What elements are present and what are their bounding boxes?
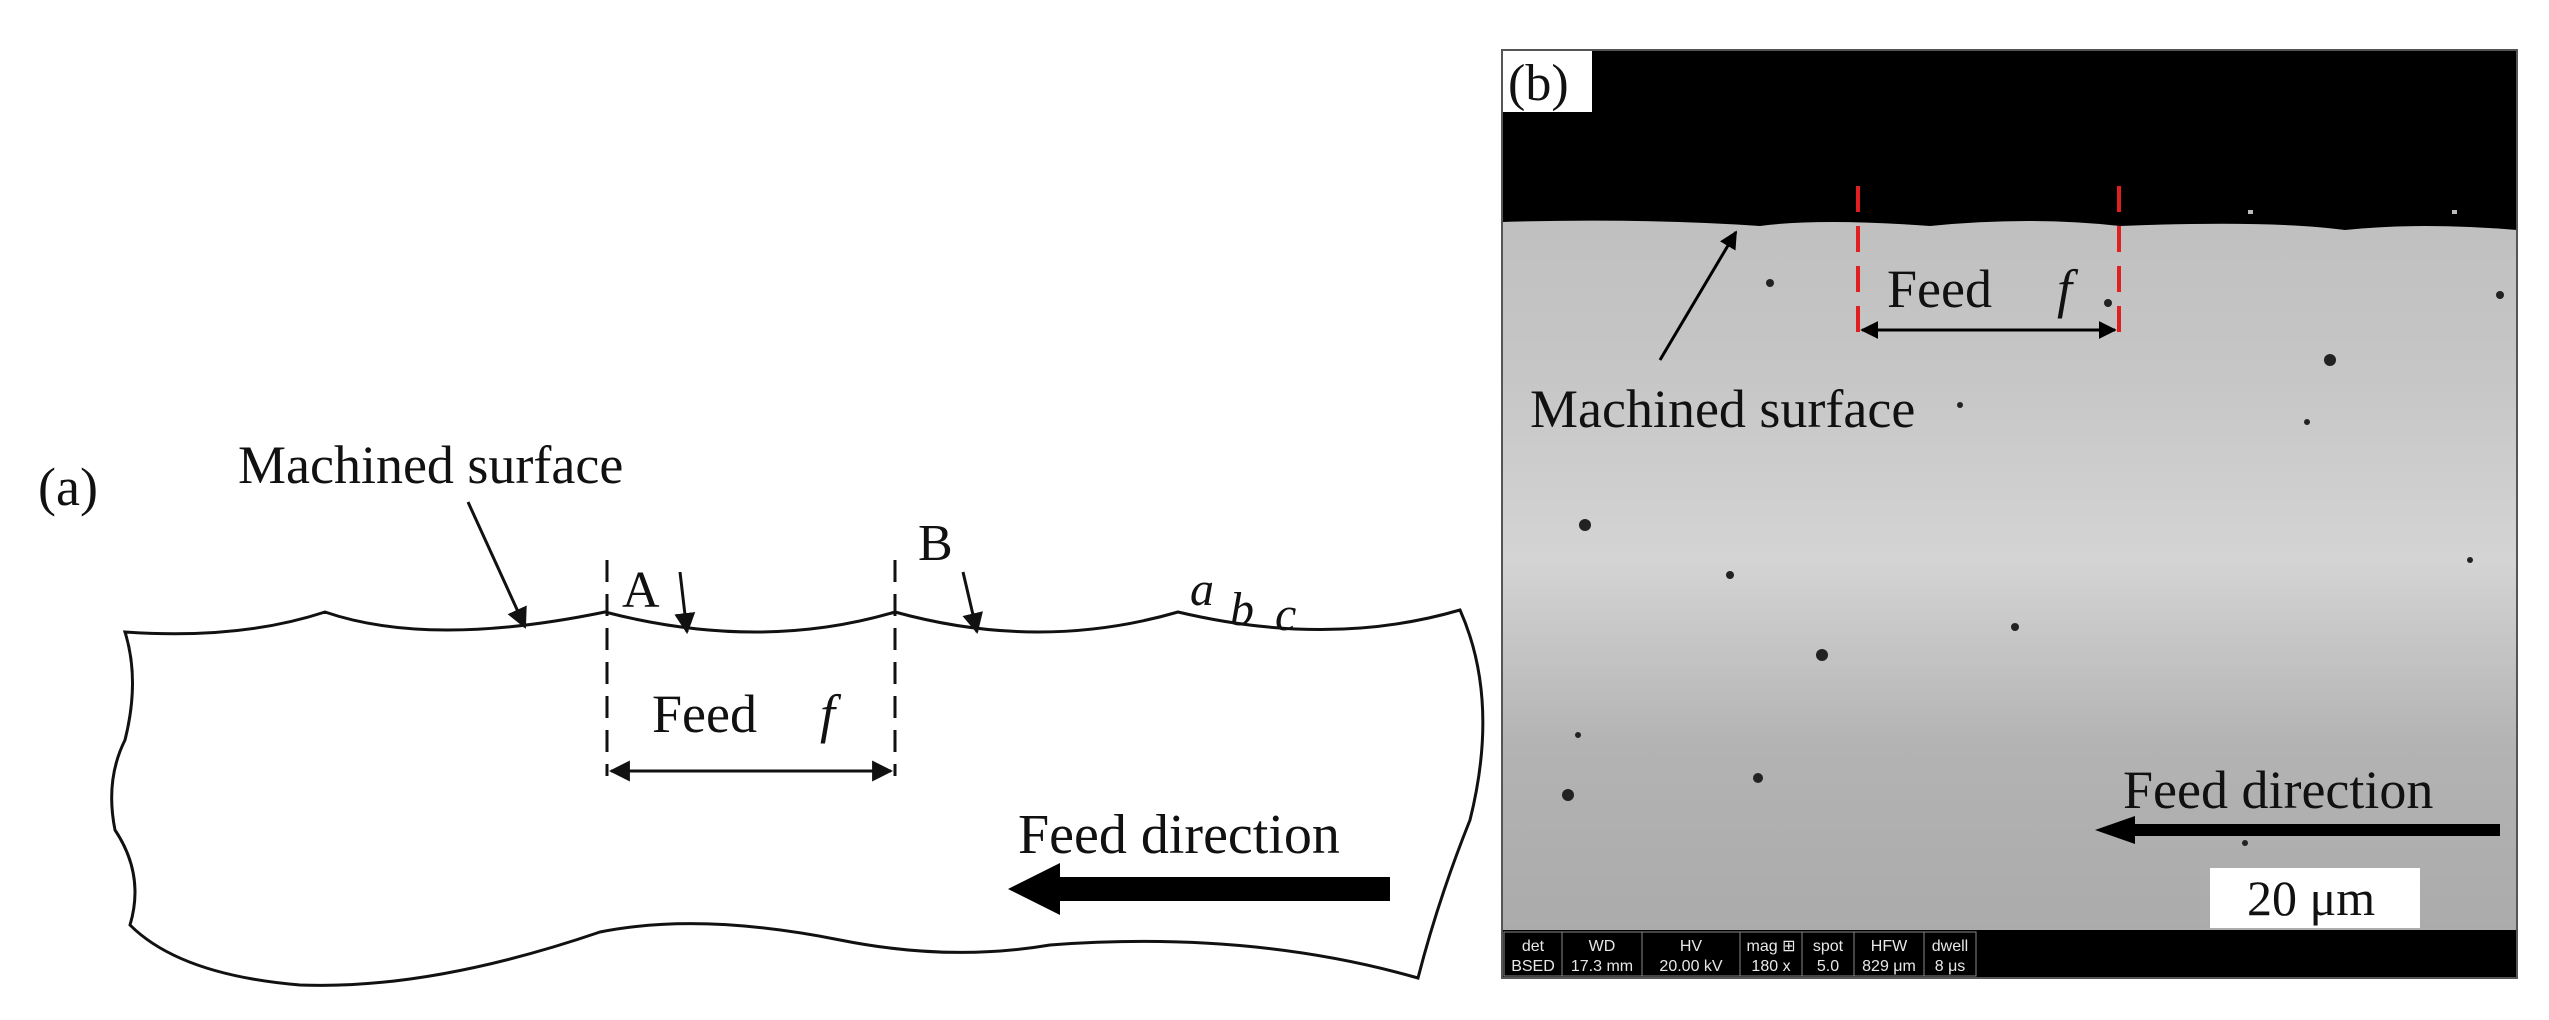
panel-b-machined-surface-arrow — [1658, 230, 1738, 361]
sem-value-hfw: 829 μm — [1862, 958, 1916, 975]
panel-b: (b) Feed f Machined surface Feed directi… — [1501, 49, 2518, 979]
panel-b-machined-surface-label: Machined surface — [1530, 379, 1915, 439]
workpiece-outline — [110, 608, 1485, 987]
sem-header-wd: WD — [1589, 938, 1616, 955]
scale-bar-label: 20 μm — [2247, 870, 2375, 926]
panel-a-feed-label: Feed — [652, 684, 757, 744]
sem-header-dwell: dwell — [1932, 938, 1968, 955]
scale-bar-label-box — [2210, 868, 2420, 928]
panel-b-label-box — [1502, 50, 1592, 112]
panel-a-machined-surface-label: Machined surface — [238, 435, 623, 495]
panel-b-feed-direction-arrow-head — [2095, 816, 2135, 844]
panel-a-feed-symbol: f — [820, 684, 842, 744]
panel-b-label: (b) — [1508, 55, 1569, 112]
sem-value-hv: 20.00 kV — [1659, 958, 1722, 975]
point-a-arrow — [674, 571, 696, 635]
panel-a-feed-direction-label: Feed direction — [1018, 804, 1340, 866]
scallop-letter-a: a — [1190, 563, 1214, 616]
sem-value-det: BSED — [1511, 958, 1555, 975]
sem-speck — [2452, 210, 2457, 214]
panel-a-label: (a) — [38, 457, 98, 517]
sem-header-spot: spot — [1813, 938, 1844, 955]
sem-black-region — [1502, 50, 2517, 230]
sem-image-border — [1501, 49, 2518, 979]
sem-header-mag: mag ⊞ — [1747, 938, 1796, 955]
feed-direction-arrow-shaft — [1055, 877, 1390, 901]
scallop-letter-c: c — [1275, 588, 1296, 641]
sem-speck — [2248, 210, 2253, 214]
feed-direction-arrow-head — [1008, 863, 1060, 915]
point-b-arrow — [961, 571, 983, 635]
panel-b-feed-label: Feed — [1887, 259, 1992, 319]
point-a-label: A — [622, 562, 660, 619]
sem-info-cells — [1503, 931, 1977, 977]
sem-header-hv: HV — [1680, 938, 1703, 955]
panel-b-feed-direction-arrow-shaft — [2130, 824, 2500, 836]
machined-surface-arrow — [466, 501, 527, 629]
sem-value-spot: 5.0 — [1817, 958, 1839, 975]
sem-value-wd: 17.3 mm — [1571, 958, 1633, 975]
sem-header-det: det — [1522, 938, 1545, 955]
scallop-letter-b: b — [1230, 583, 1254, 636]
sem-info-bar — [1502, 930, 2517, 978]
sem-value-mag: 180 x — [1751, 958, 1790, 975]
panel-b-feed-direction-label: Feed direction — [2123, 760, 2433, 820]
sem-pores — [1562, 279, 2504, 846]
point-b-label: B — [918, 515, 953, 572]
panel-a: (a) Machined surface A B a b c Feed f Fe… — [38, 435, 1485, 987]
sem-value-dwell: 8 μs — [1935, 958, 1966, 975]
sem-header-hfw: HFW — [1871, 938, 1908, 955]
